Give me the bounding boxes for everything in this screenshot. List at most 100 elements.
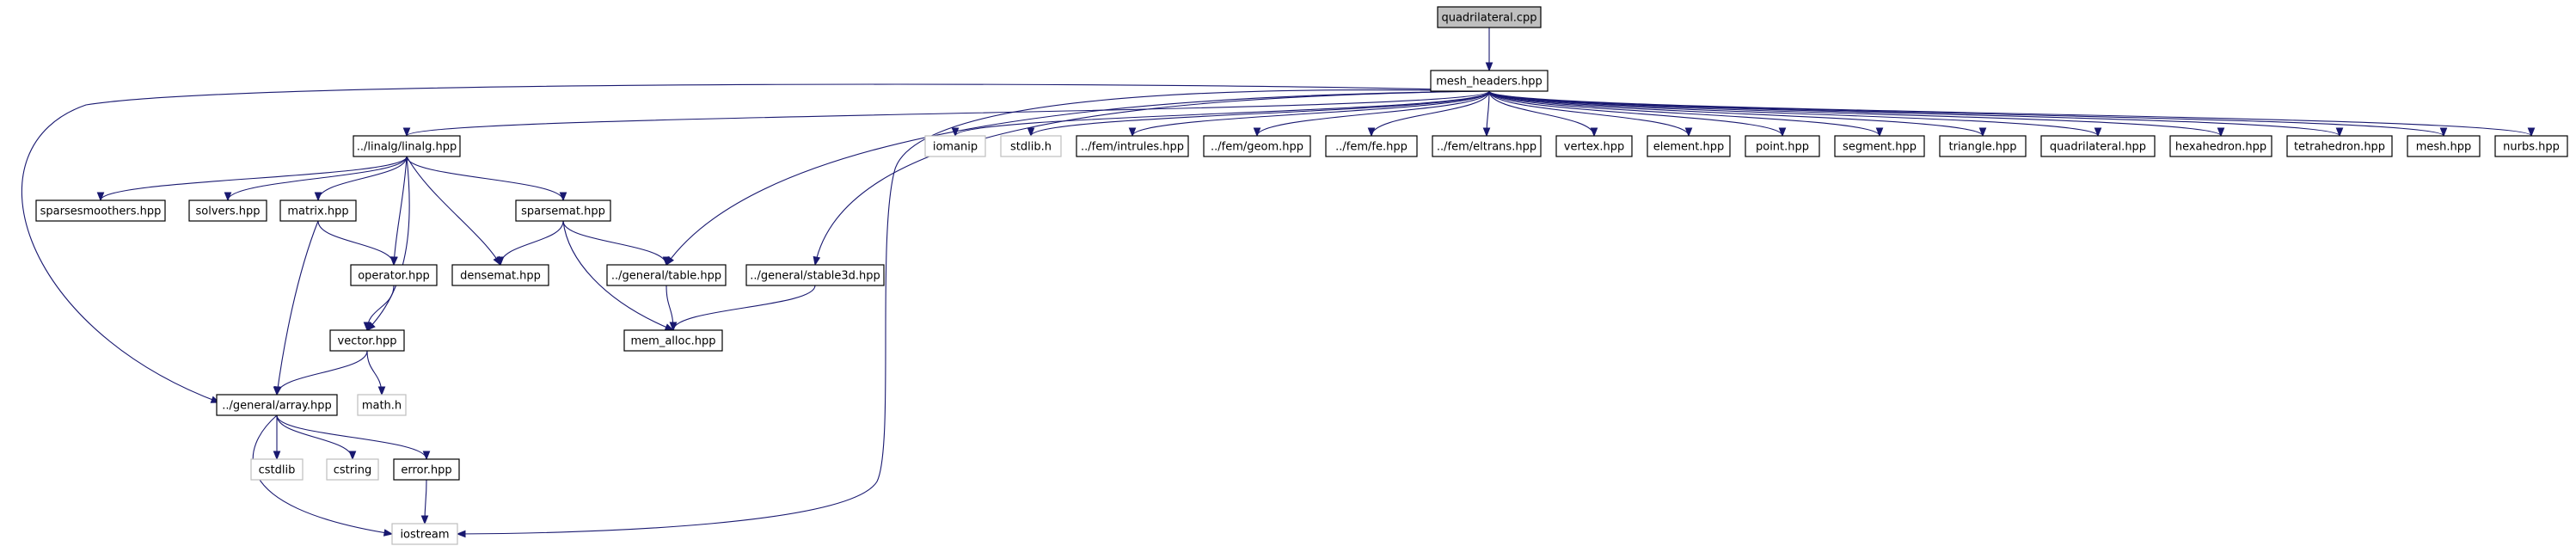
- edge-arrowhead: [1684, 127, 1693, 138]
- edge-line: [1488, 90, 2099, 137]
- node-label: error.hpp: [401, 464, 451, 477]
- node-box: [1203, 135, 1311, 157]
- edge-linalg-to-operator: [390, 156, 408, 267]
- node-label: densemat.hpp: [460, 270, 541, 283]
- node-label: element.hpp: [1653, 141, 1724, 154]
- node-cstring: cstring: [326, 458, 379, 481]
- node-array[interactable]: ../general/array.hpp: [216, 394, 338, 416]
- edge-mesh_headers-to-nurbs: [1488, 90, 2536, 138]
- edge-line: [500, 220, 564, 266]
- node-box: [623, 329, 723, 352]
- node-label: solvers.hpp: [195, 206, 260, 218]
- node-label: ../general/table.hpp: [611, 270, 721, 283]
- node-box: [1437, 6, 1542, 28]
- edge-line: [1256, 90, 1490, 137]
- edge-arrowhead: [273, 451, 281, 461]
- node-label: ../fem/eltrans.hpp: [1437, 141, 1536, 154]
- node-vector[interactable]: vector.hpp: [329, 329, 405, 352]
- node-mesh[interactable]: mesh.hpp: [2407, 135, 2481, 157]
- node-intrules[interactable]: ../fem/intrules.hpp: [1076, 135, 1189, 157]
- edge-line: [406, 156, 564, 201]
- edge-mesh_headers-to-geom: [1253, 90, 1490, 138]
- node-box: [216, 394, 338, 416]
- edge-array-to-cstring: [276, 414, 357, 461]
- node-label: ../fem/geom.hpp: [1211, 141, 1303, 154]
- edge-mesh_headers-to-triangle: [1488, 90, 1987, 138]
- node-quadrilateral-hpp[interactable]: quadrilateral.hpp: [2040, 135, 2156, 157]
- node-box: [1939, 135, 2027, 157]
- node-point[interactable]: point.hpp: [1745, 135, 1820, 157]
- edge-mesh_headers-to-vertex: [1488, 90, 1598, 138]
- node-label: quadrilateral.hpp: [2050, 141, 2146, 154]
- edge-line: [672, 285, 816, 331]
- node-box: [279, 199, 357, 222]
- node-element[interactable]: element.hpp: [1647, 135, 1731, 157]
- node-nurbs[interactable]: nurbs.hpp: [2494, 135, 2568, 157]
- node-quadrilateral-cpp[interactable]: quadrilateral.cpp: [1437, 6, 1542, 28]
- node-box: [2040, 135, 2156, 157]
- edge-linalg-to-sparsesmoothers: [96, 156, 408, 202]
- edge-mesh_headers-to-segment: [1488, 90, 1884, 138]
- edge-arrowhead: [1253, 127, 1261, 138]
- edge-arrowhead: [1367, 127, 1376, 138]
- edge-line: [227, 156, 408, 201]
- edge-error-to-iostream: [420, 479, 429, 525]
- edge-mesh_headers-to-point: [1488, 90, 1787, 138]
- node-eltrans[interactable]: ../fem/eltrans.hpp: [1432, 135, 1542, 157]
- node-tetrahedron[interactable]: tetrahedron.hpp: [2286, 135, 2393, 157]
- node-box: [1000, 135, 1062, 157]
- node-hexahedron[interactable]: hexahedron.hpp: [2169, 135, 2272, 157]
- edge-sparsemat-to-table: [562, 220, 671, 267]
- node-box: [2494, 135, 2568, 157]
- node-box: [606, 264, 727, 286]
- node-sparsesmoothers[interactable]: sparsesmoothers.hpp: [35, 199, 166, 222]
- node-label: mesh_headers.hpp: [1436, 76, 1543, 89]
- node-mesh-headers[interactable]: mesh_headers.hpp: [1430, 70, 1549, 92]
- node-densemat[interactable]: densemat.hpp: [451, 264, 549, 286]
- node-label: ../general/array.hpp: [222, 400, 332, 413]
- node-label: vertex.hpp: [1564, 141, 1624, 154]
- node-label: math.h: [362, 400, 402, 413]
- node-box: [35, 199, 166, 222]
- edge-linalg-to-matrix: [314, 156, 408, 202]
- node-box: [188, 199, 267, 222]
- node-fe[interactable]: ../fem/fe.hpp: [1325, 135, 1418, 157]
- edge-arrowhead: [377, 386, 386, 396]
- node-box: [1430, 70, 1549, 92]
- edge-arrowhead: [456, 530, 466, 538]
- node-box: [515, 199, 611, 222]
- node-matrix[interactable]: matrix.hpp: [279, 199, 357, 222]
- edge-arrowhead: [2527, 127, 2536, 138]
- node-box: [1076, 135, 1189, 157]
- edge-line: [1371, 90, 1490, 137]
- edge-mesh_headers-to-iostream: [456, 89, 1490, 538]
- node-label: point.hpp: [1756, 141, 1809, 154]
- edge-arrowhead: [402, 127, 411, 138]
- node-solvers[interactable]: solvers.hpp: [188, 199, 267, 222]
- edge-arrowhead: [224, 192, 232, 202]
- node-vertex[interactable]: vertex.hpp: [1555, 135, 1633, 157]
- node-operator[interactable]: operator.hpp: [350, 264, 438, 286]
- edge-line: [1488, 90, 1984, 137]
- node-label: matrix.hpp: [287, 206, 348, 218]
- edge-arrowhead: [383, 529, 394, 537]
- node-geom[interactable]: ../fem/geom.hpp: [1203, 135, 1311, 157]
- node-box: [2286, 135, 2393, 157]
- node-table[interactable]: ../general/table.hpp: [606, 264, 727, 286]
- node-segment[interactable]: segment.hpp: [1834, 135, 1925, 157]
- node-linalg[interactable]: ../linalg/linalg.hpp: [353, 135, 461, 157]
- edge-arrowhead: [2217, 127, 2225, 138]
- node-error[interactable]: error.hpp: [393, 458, 460, 481]
- node-mem-alloc[interactable]: mem_alloc.hpp: [623, 329, 723, 352]
- node-box: [350, 264, 438, 286]
- edge-sparsemat-to-densemat: [496, 220, 564, 267]
- node-label: vector.hpp: [338, 335, 397, 348]
- node-stable3d[interactable]: ../general/stable3d.hpp: [745, 264, 885, 286]
- node-triangle[interactable]: triangle.hpp: [1939, 135, 2027, 157]
- edge-vector-to-math_h: [366, 350, 386, 396]
- edge-arrowhead: [1778, 127, 1787, 138]
- node-box: [1325, 135, 1418, 157]
- edge-arrowhead: [422, 451, 431, 461]
- node-sparsemat[interactable]: sparsemat.hpp: [515, 199, 611, 222]
- edge-line: [665, 90, 1490, 266]
